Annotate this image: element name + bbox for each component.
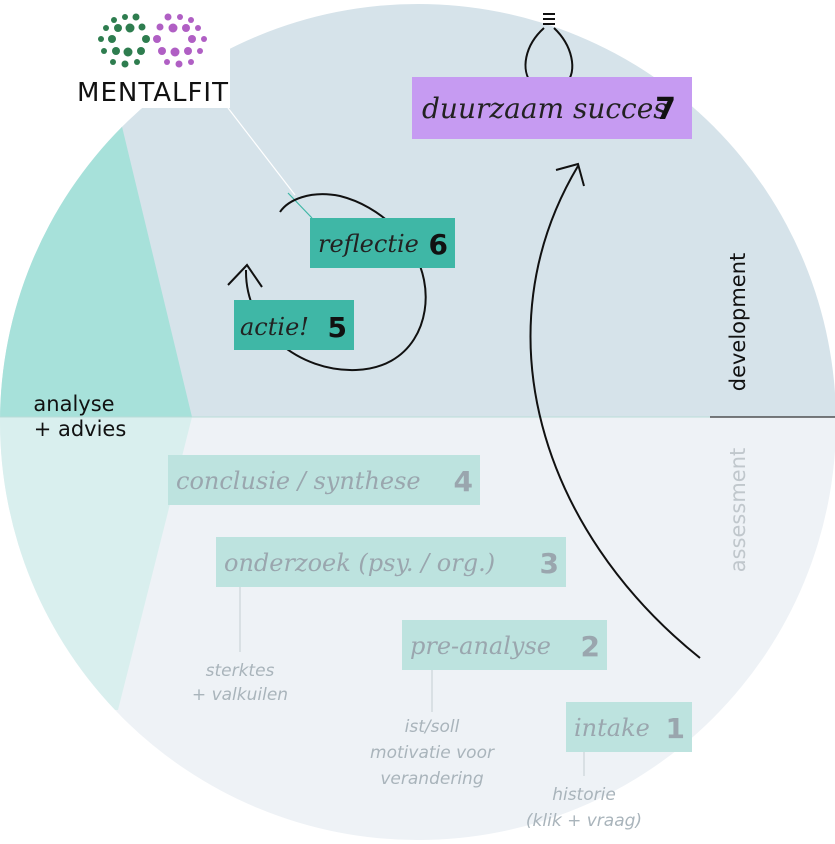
step-2-label: pre-analyse <box>410 632 551 660</box>
brand-name: MENTALFIT <box>77 78 229 108</box>
step-6-number: 6 <box>429 228 448 261</box>
note-strengths-1: sterktes <box>206 661 275 681</box>
note-strengths-2: + valkuilen <box>192 685 288 705</box>
analysis-label-1: analyse <box>33 392 114 416</box>
step-intake: intake 1 <box>566 702 692 752</box>
step-conclusie: conclusie / synthese 4 <box>168 455 480 505</box>
step-5-number: 5 <box>328 311 347 344</box>
step-reflectie: reflectie 6 <box>310 218 455 268</box>
note-history-2: (klik + vraag) <box>526 811 642 831</box>
step-duurzaam-succes: duurzaam succes 7 <box>412 77 692 139</box>
step-7-number: 7 <box>655 92 676 127</box>
development-label: development <box>726 253 750 392</box>
note-istsoll-1: ist/soll <box>405 717 460 737</box>
step-2-number: 2 <box>581 630 600 663</box>
step-onderzoek: onderzoek (psy. / org.) 3 <box>216 537 566 587</box>
note-istsoll-3: verandering <box>380 769 483 789</box>
step-5-label: actie! <box>240 313 309 341</box>
step-4-label: conclusie / synthese <box>176 467 421 495</box>
cycle-arrow <box>227 193 427 372</box>
step-6-label: reflectie <box>318 230 419 258</box>
step-actie: actie! 5 <box>234 300 354 350</box>
logo-dots-green <box>98 13 150 68</box>
logo-leader-line <box>227 107 296 196</box>
step-3-label: onderzoek (psy. / org.) <box>224 549 495 577</box>
step-7-label: duurzaam succes <box>422 92 668 125</box>
note-history-1: historie <box>552 785 616 805</box>
note-istsoll-2: motivatie voor <box>370 743 495 763</box>
notes: sterktes + valkuilen ist/soll motivatie … <box>192 661 642 831</box>
step-1-label: intake <box>574 714 650 742</box>
assessment-label: assessment <box>726 448 750 572</box>
step-pre-analyse: pre-analyse 2 <box>402 620 607 670</box>
reflectie-leader-line <box>287 192 313 219</box>
mentalfit-logo: MENTALFIT <box>77 13 229 108</box>
growth-arrow <box>529 162 701 659</box>
analysis-label-2: + advies <box>34 417 127 441</box>
step-4-number: 4 <box>454 465 473 498</box>
step-1-number: 1 <box>666 712 685 745</box>
step-3-number: 3 <box>540 547 559 580</box>
logo-dots-purple <box>153 13 207 68</box>
